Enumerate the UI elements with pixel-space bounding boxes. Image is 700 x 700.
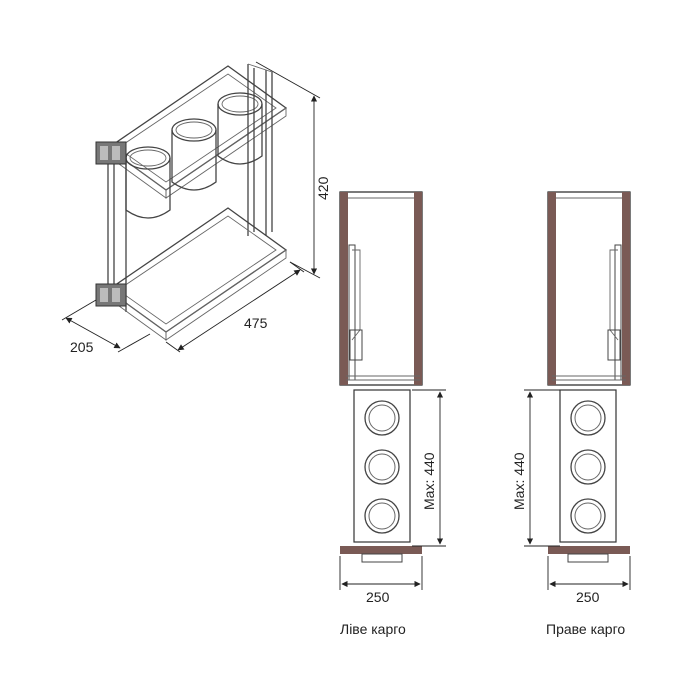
utensil-pot-1 (125, 146, 171, 219)
width-label: 475 (244, 315, 268, 331)
isometric-basket-view: 420 205 475 (61, 61, 331, 355)
depth-label: 205 (70, 339, 94, 355)
depth-dimension: 205 (61, 299, 151, 355)
left-max-dimension: Max: 440 (412, 389, 446, 547)
left-runner (346, 244, 420, 381)
height-label: 420 (315, 176, 331, 200)
left-width-dimension: 250 (339, 556, 423, 605)
height-dimension: 420 (255, 61, 331, 279)
right-runner (552, 244, 626, 381)
right-basket-panel (548, 389, 630, 563)
left-cargo-caption: Ліве карго (340, 621, 406, 637)
left-max-label: Max: 440 (421, 452, 437, 510)
top-tray (106, 65, 288, 199)
utensil-pot-2 (171, 118, 217, 191)
utensil-pot-3 (217, 92, 263, 165)
right-width-label: 250 (576, 589, 600, 605)
left-cargo-view: Max: 440 250 Ліве карго (339, 191, 446, 637)
right-max-label: Max: 440 (511, 452, 527, 510)
right-cargo-caption: Праве карго (546, 621, 625, 637)
width-dimension: 475 (165, 261, 305, 353)
right-cargo-view: Max: 440 250 Праве карго (511, 191, 631, 637)
right-width-dimension: 250 (547, 556, 631, 605)
right-cabinet (547, 191, 631, 386)
frame-posts (107, 63, 273, 312)
right-max-dimension: Max: 440 (511, 389, 560, 547)
front-mount-brackets (95, 141, 127, 307)
left-width-label: 250 (366, 589, 390, 605)
left-basket-panel (340, 389, 422, 563)
left-cabinet (339, 191, 423, 386)
